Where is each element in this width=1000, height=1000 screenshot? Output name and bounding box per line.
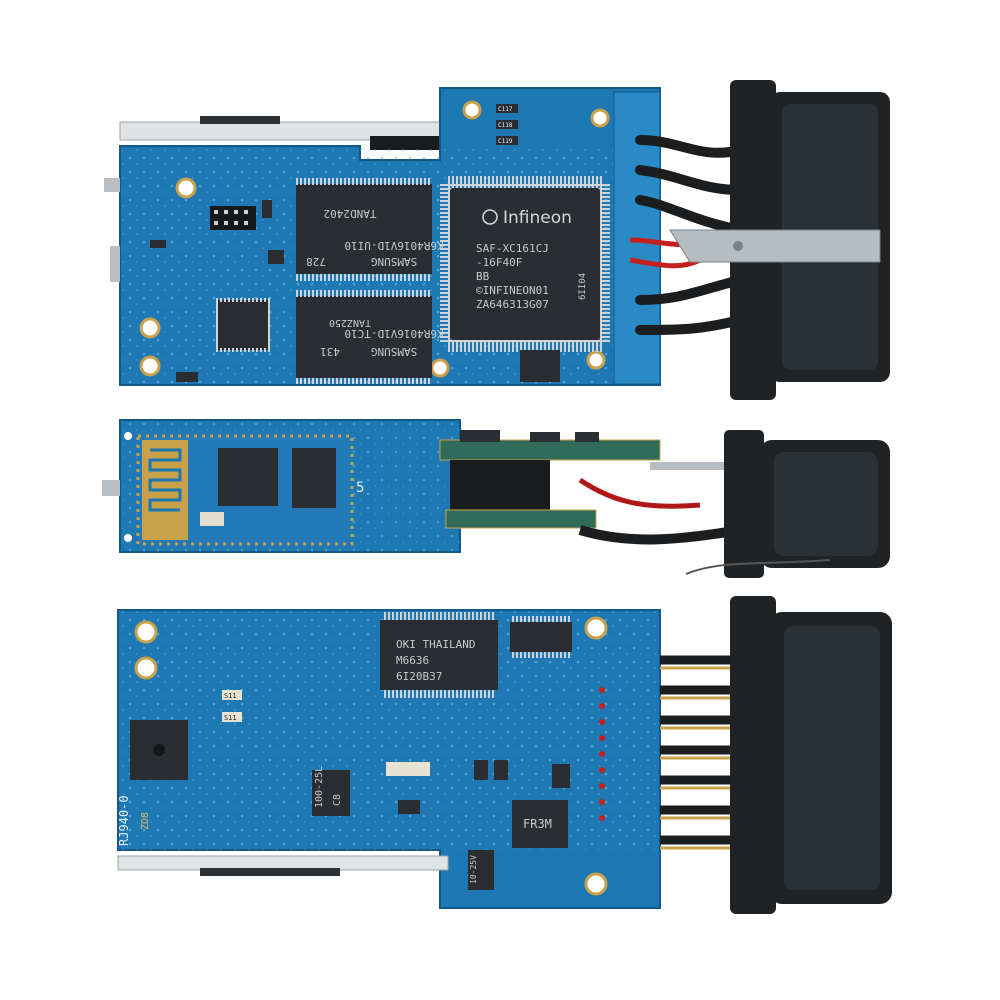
ram-chip-top: K6R4016V1D-UI10 SAMSUNG TAND2402 728	[296, 178, 444, 281]
cap-2	[468, 850, 494, 890]
cap1-label: 100-25L	[314, 766, 325, 808]
ram-bottom-lot: TANZ250	[329, 317, 371, 328]
mount-hole	[584, 616, 608, 640]
mount-hole	[462, 100, 482, 120]
cap-label: C118	[498, 122, 513, 129]
inductor-label: FR3M	[523, 817, 552, 831]
res-label: S11	[224, 714, 237, 722]
board-3: OKI THAILAND M6636 6I20B37 FR3M 100-25L …	[117, 609, 661, 909]
mcu-side-code: 6II04	[578, 273, 588, 300]
ram-top-brand: SAMSUNG	[371, 255, 417, 268]
ram-chip-bottom: K6R4016V1D-TC10 SAMSUNG 431 TANZ250	[296, 290, 444, 384]
ram-bottom-brand: SAMSUNG	[371, 345, 417, 358]
mcu-line2: -16F40F	[476, 256, 522, 269]
mount-hole	[139, 355, 161, 377]
oki-line2: M6636	[396, 654, 429, 667]
oki-line3: 6I20B37	[396, 670, 442, 683]
oki-line1: OKI THAILAND	[396, 638, 475, 651]
small-qfp-chip	[216, 298, 272, 352]
bottom-strip-module	[117, 855, 449, 871]
mcu-brand: Infineon	[503, 208, 572, 228]
mount-hole	[584, 872, 608, 896]
side-label: RJ940-0	[117, 795, 131, 846]
ram-top-lot: TAND2402	[324, 207, 377, 220]
mcu-line1: SAF-XC161CJ	[476, 242, 549, 255]
cap2-label: 10-25V	[469, 855, 478, 884]
res-label: S11	[224, 692, 237, 700]
ram-top-part: K6R4016V1D-UI10	[344, 239, 443, 252]
mount-hole	[590, 108, 610, 128]
bt-chip-1	[218, 448, 278, 506]
board2-label: 5	[356, 480, 364, 496]
mount-hole	[139, 317, 161, 339]
obd-connector-1	[629, 80, 890, 400]
infineon-mcu: Infineon SAF-XC161CJ -16F40F BB ©INFINEO…	[440, 176, 610, 352]
electrolytic-cap	[312, 770, 350, 816]
mcu-line5: ZA646313G07	[476, 298, 549, 311]
ram-bottom-part: K6R4016V1D-TC10	[344, 327, 443, 340]
oki-chip: OKI THAILAND M6636 6I20B37	[380, 612, 498, 698]
infineon-logo-icon	[482, 209, 498, 225]
mount-hole	[134, 656, 158, 680]
bt-chip-2	[292, 448, 336, 508]
mount-hole	[586, 350, 606, 370]
board-1: K6R4016V1D-UI10 SAMSUNG TAND2402 728 K6R…	[104, 87, 661, 386]
cap1b-label: C8	[332, 794, 343, 806]
daughter-board-bottom	[445, 509, 597, 529]
small-soic-chip	[510, 622, 572, 652]
board-2: 5	[102, 419, 741, 553]
mcu-line4: ©INFINEON01	[476, 284, 549, 297]
ram-bottom-code: 431	[320, 345, 340, 358]
pin-header	[210, 206, 256, 230]
daughter-board-top	[439, 439, 661, 461]
cap-label: C119	[498, 138, 513, 145]
mcu-line3: BB	[476, 270, 490, 283]
mount-hole	[175, 177, 197, 199]
mount-hole	[134, 620, 158, 644]
ram-top-code: 728	[306, 255, 326, 268]
obd-connector-2	[685, 430, 890, 578]
cap-label: C117	[498, 106, 513, 113]
mount-hole	[430, 358, 450, 378]
obd-connector-3	[660, 596, 892, 914]
side-code: ZD8	[140, 812, 151, 830]
inductor	[512, 800, 568, 848]
